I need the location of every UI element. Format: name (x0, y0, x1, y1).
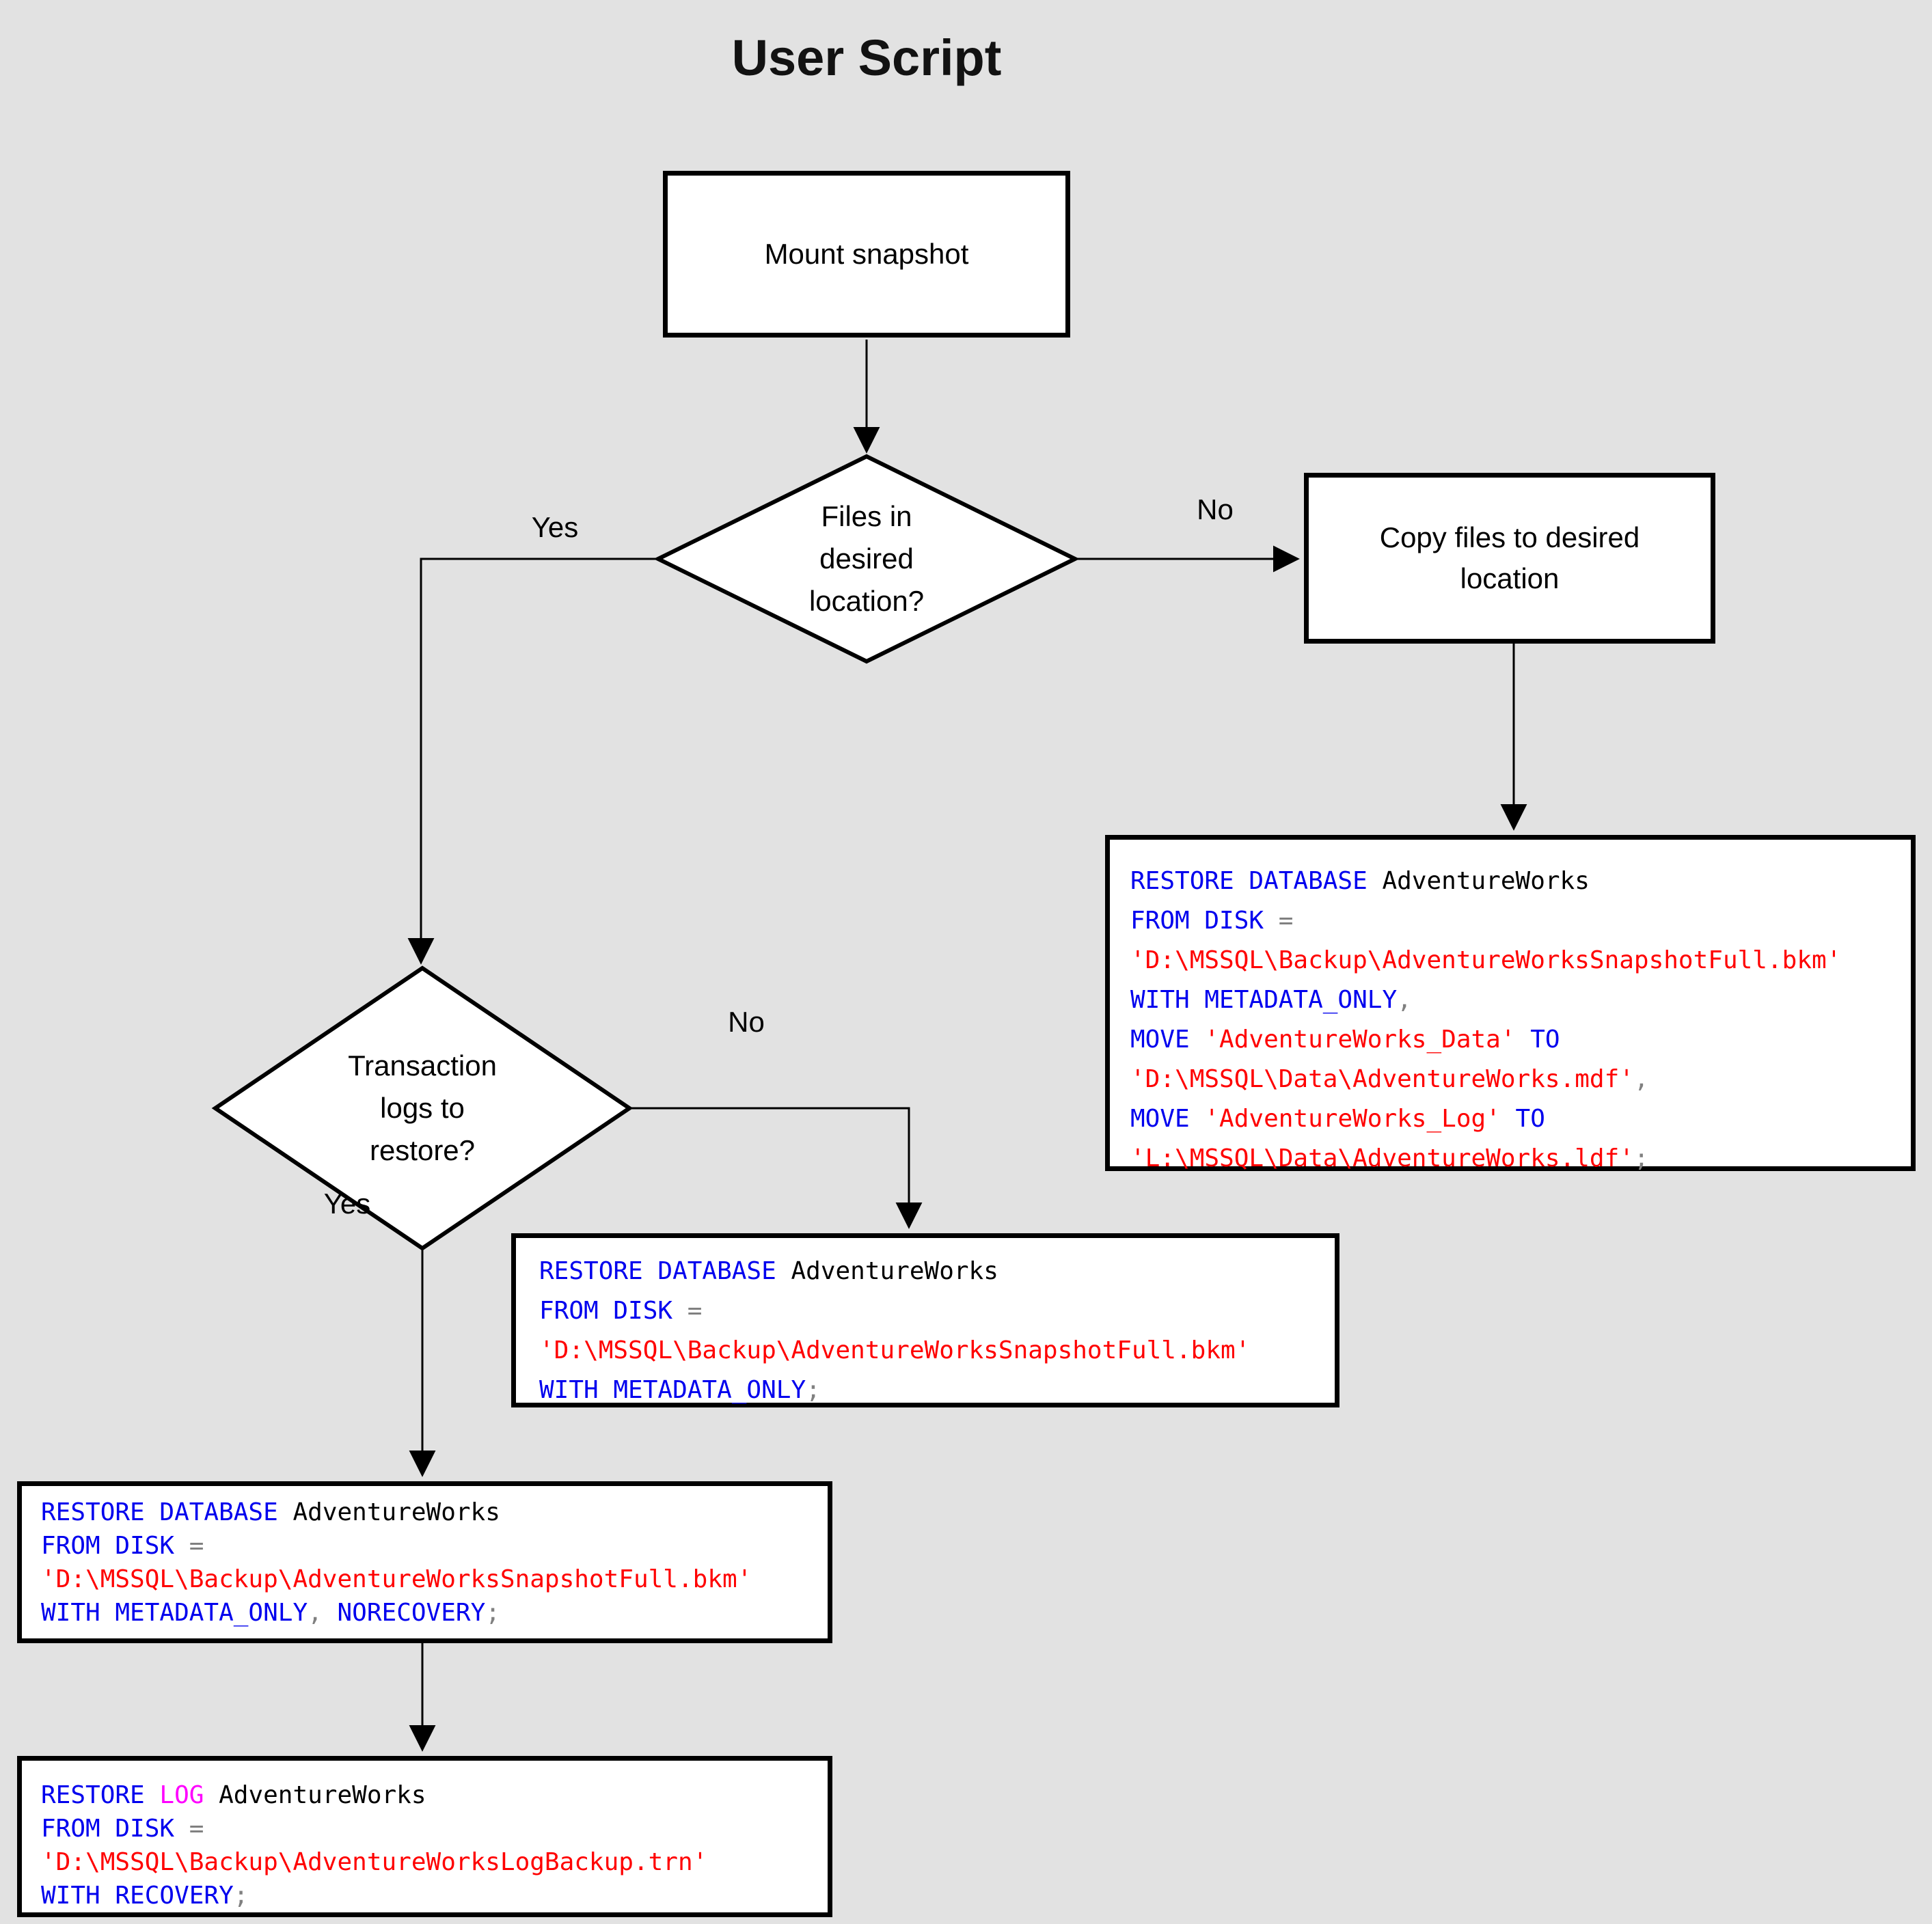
code-line: 'D:\MSSQL\Data\AdventureWorks.mdf', (1130, 1065, 1649, 1093)
copy-files-box: Copy files to desired location (1304, 473, 1715, 644)
code-line: FROM DISK = (41, 1532, 204, 1560)
code-line: FROM DISK = (41, 1815, 204, 1843)
files-decision-label: Files in desired location? (658, 456, 1075, 661)
code-line: MOVE 'AdventureWorks_Data' TO (1130, 1026, 1560, 1054)
code-line: RESTORE DATABASE AdventureWorks (539, 1257, 998, 1285)
files-decision-line1: Files in (821, 500, 912, 532)
code-line: RESTORE LOG AdventureWorks (41, 1781, 426, 1809)
copy-files-line2: location (1460, 562, 1560, 594)
files-no-label: No (1197, 493, 1234, 525)
copy-files-line1: Copy files to desired (1379, 521, 1640, 553)
code-line: 'D:\MSSQL\Backup\AdventureWorksLogBackup… (41, 1848, 708, 1876)
mount-snapshot-box: Mount snapshot (663, 171, 1070, 338)
code-line: 'D:\MSSQL\Backup\AdventureWorksSnapshotF… (539, 1336, 1251, 1364)
logs-decision-line1: Transaction (348, 1049, 497, 1082)
code-line: WITH METADATA_ONLY, NORECOVERY; (41, 1599, 500, 1627)
code-line: 'D:\MSSQL\Backup\AdventureWorksSnapshotF… (1130, 946, 1842, 974)
code-line: MOVE 'AdventureWorks_Log' TO (1130, 1105, 1545, 1133)
files-decision-line2: desired (819, 542, 914, 575)
code-line: WITH RECOVERY; (41, 1882, 249, 1910)
code-line: FROM DISK = (1130, 907, 1294, 935)
mount-snapshot-label: Mount snapshot (764, 238, 969, 270)
edge-files-yes-to-logs-decision (407, 558, 658, 965)
edge-logs-no-to-restore-metadata (629, 1107, 923, 1229)
code-line: 'D:\MSSQL\Backup\AdventureWorksSnapshotF… (41, 1565, 752, 1593)
code-line: RESTORE DATABASE AdventureWorks (41, 1498, 500, 1526)
files-yes-label: Yes (531, 511, 579, 543)
code-line: FROM DISK = (539, 1297, 703, 1325)
code-line: 'L:\MSSQL\Data\AdventureWorks.ldf'; (1130, 1144, 1649, 1172)
logs-decision-label: Transaction logs to restore? (215, 968, 629, 1248)
logs-decision-line3: restore? (369, 1134, 476, 1166)
code-line: WITH METADATA_ONLY, (1130, 986, 1412, 1014)
logs-yes-label: Yes (323, 1187, 371, 1220)
page-title: User Script (731, 29, 1002, 86)
logs-decision-line2: logs to (380, 1092, 465, 1124)
code-line: WITH METADATA_ONLY; (539, 1376, 821, 1404)
files-decision-line3: location? (808, 585, 925, 617)
logs-no-label: No (728, 1006, 765, 1038)
code-line: RESTORE DATABASE AdventureWorks (1130, 867, 1590, 895)
